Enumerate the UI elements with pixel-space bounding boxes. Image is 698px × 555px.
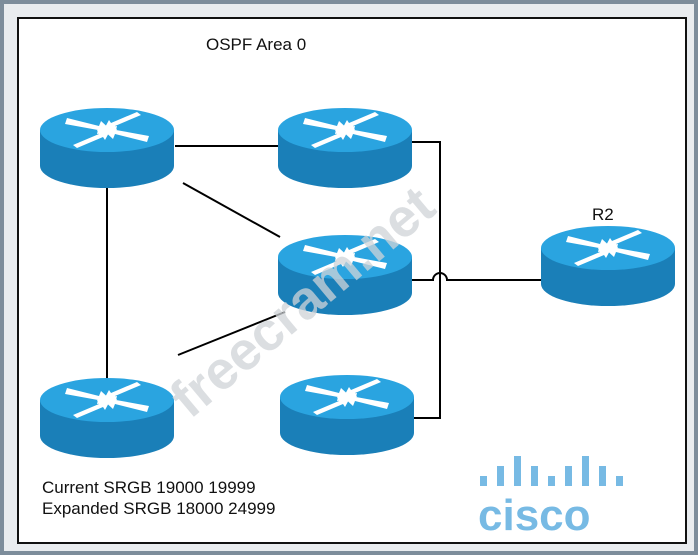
router-top-left[interactable] [40,108,174,188]
svg-text:cisco: cisco [478,491,591,540]
router-bottom-middle[interactable] [280,375,414,455]
link-tl-m [182,182,281,238]
expanded-srgb-text: Expanded SRGB 18000 24999 [42,499,276,518]
router-bottom-left[interactable] [40,378,174,458]
current-srgb-text: Current SRGB 19000 19999 [42,478,256,497]
router-r2[interactable] [541,226,675,306]
cisco-logo: cisco [478,456,623,540]
r2-label: R2 [592,205,614,224]
link-bl-m [177,311,286,356]
area-title: OSPF Area 0 [206,35,307,54]
link-tm-bm [412,141,441,419]
link-m-r2 [412,272,542,281]
router-top-middle[interactable] [278,108,412,188]
